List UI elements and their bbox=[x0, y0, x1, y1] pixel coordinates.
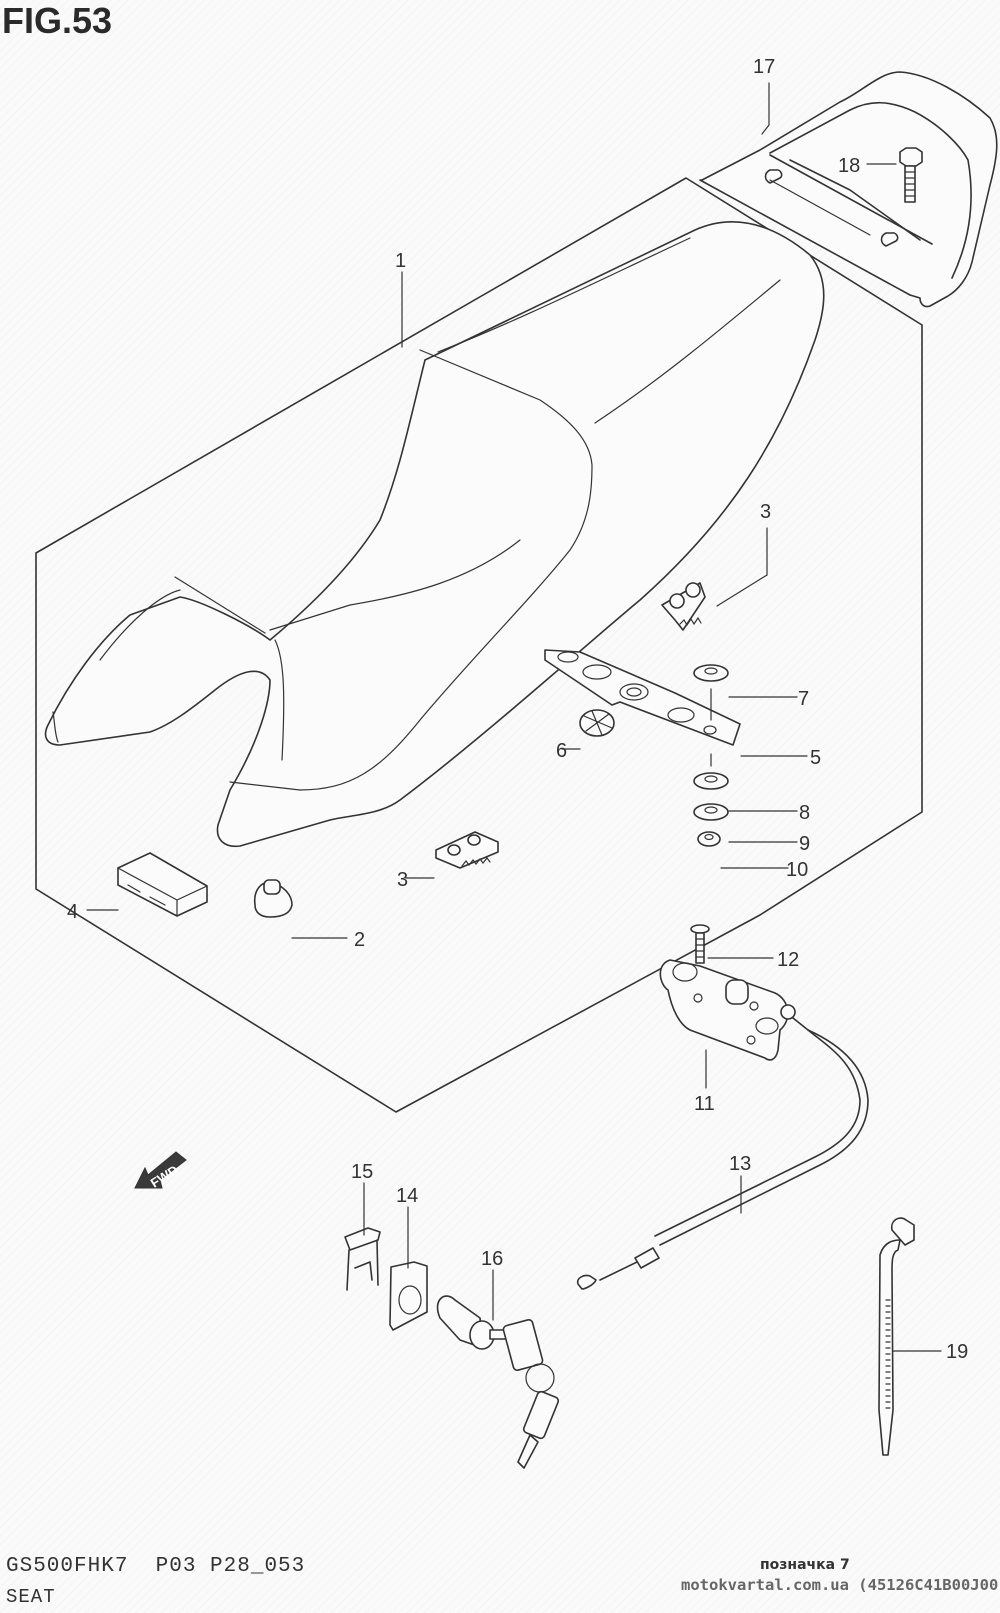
callout-11[interactable]: 11 bbox=[694, 1093, 715, 1115]
callout-4[interactable]: 4 bbox=[67, 901, 78, 923]
callout-12[interactable]: 12 bbox=[777, 949, 799, 971]
part-9-washer[interactable] bbox=[693, 803, 729, 821]
callout-15[interactable]: 15 bbox=[351, 1161, 373, 1183]
callout-1[interactable]: 1 bbox=[395, 250, 406, 272]
callout-5[interactable]: 5 bbox=[810, 747, 821, 769]
callout-16[interactable]: 16 bbox=[481, 1248, 503, 1270]
part-18-bolt[interactable] bbox=[899, 147, 923, 203]
part-5-seat-bracket[interactable] bbox=[544, 649, 741, 746]
part-2-cushion[interactable] bbox=[253, 879, 293, 918]
forward-direction-arrow: FWD bbox=[134, 1151, 187, 1191]
callout-6[interactable]: 6 bbox=[556, 740, 567, 762]
section-name: SEAT bbox=[6, 1586, 56, 1608]
callout-3-lower[interactable]: 3 bbox=[397, 869, 408, 891]
part-14-plate[interactable] bbox=[389, 1261, 428, 1331]
callout-9[interactable]: 9 bbox=[799, 833, 810, 855]
assembly-boundary bbox=[35, 177, 923, 1113]
part-19-cable-tie[interactable] bbox=[878, 1217, 915, 1456]
callout-labels: 1 17 18 3 7 5 6 8 9 10 3 4 2 12 11 13 15… bbox=[67, 56, 968, 1363]
part-4-pad[interactable] bbox=[117, 852, 208, 917]
model-code: GS500FHK7 P03 P28_053 bbox=[6, 1555, 306, 1578]
part-15-clip[interactable] bbox=[344, 1227, 381, 1291]
part-16-lock-with-keys[interactable] bbox=[436, 1295, 560, 1469]
callout-10[interactable]: 10 bbox=[786, 859, 808, 881]
part-1-seat[interactable] bbox=[44, 221, 825, 848]
figure-title: FIG.53 bbox=[2, 0, 113, 41]
callout-17[interactable]: 17 bbox=[753, 56, 775, 78]
part-6-cushion[interactable] bbox=[579, 709, 615, 737]
part-7-washer[interactable] bbox=[693, 664, 729, 682]
callout-2[interactable]: 2 bbox=[354, 929, 365, 951]
callout-19[interactable]: 19 bbox=[946, 1341, 968, 1363]
part-3-cushion-block-upper[interactable] bbox=[661, 582, 706, 631]
marker-label: позначка 7 bbox=[760, 1557, 850, 1573]
callout-8[interactable]: 8 bbox=[799, 802, 810, 824]
part-17-rear-carrier[interactable] bbox=[699, 71, 998, 308]
leader-lines bbox=[86, 82, 942, 1352]
part-13-cable[interactable] bbox=[576, 1004, 869, 1290]
callout-14[interactable]: 14 bbox=[396, 1185, 418, 1207]
callout-3-upper[interactable]: 3 bbox=[760, 501, 771, 523]
part-10-nut[interactable] bbox=[697, 831, 721, 847]
part-11-seat-lock[interactable] bbox=[659, 959, 789, 1061]
watermark: motokvartal.com.ua (45126C41B00J00 bbox=[681, 1576, 999, 1594]
callout-13[interactable]: 13 bbox=[729, 1153, 751, 1175]
part-3-cushion-block-lower[interactable] bbox=[435, 831, 499, 869]
callout-18[interactable]: 18 bbox=[838, 155, 860, 177]
part-8-washer[interactable] bbox=[693, 772, 729, 790]
part-12-screw[interactable] bbox=[690, 924, 710, 964]
callout-7[interactable]: 7 bbox=[798, 688, 809, 710]
